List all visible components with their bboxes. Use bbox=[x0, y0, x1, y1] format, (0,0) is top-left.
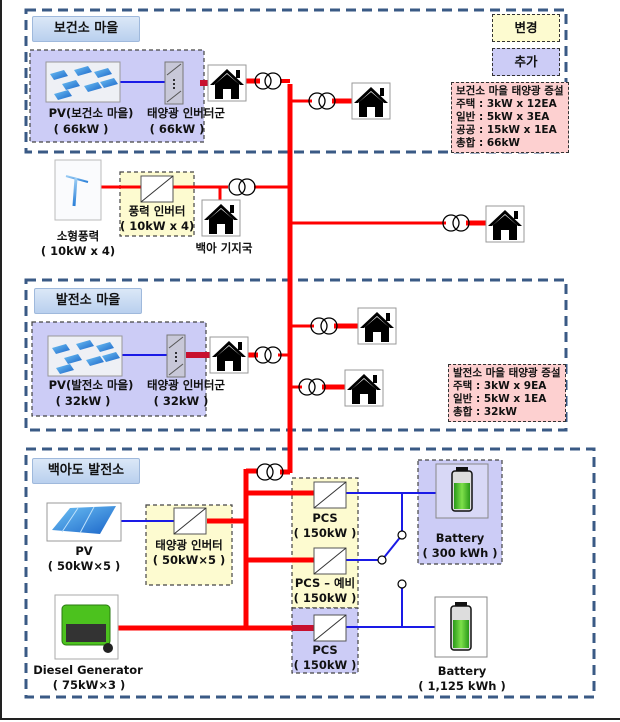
pcs-spare-label: PCS – 예비 bbox=[294, 576, 356, 590]
info-line: 일반 : 5kW x 1EA bbox=[453, 393, 547, 405]
pcs1-label: PCS bbox=[312, 511, 338, 525]
pv-inverter-label: 태양광 인버터 bbox=[155, 538, 223, 552]
section-border-power-plant bbox=[24, 447, 596, 699]
house-icon bbox=[207, 64, 247, 102]
pv-inverter-capacity: ( 50kW×5 ) bbox=[152, 553, 226, 567]
solar-panels-icon bbox=[45, 61, 121, 103]
wind-turbine-label: 소형풍력 bbox=[56, 229, 100, 243]
transformer-icon bbox=[442, 214, 470, 232]
house-icon bbox=[485, 205, 525, 243]
inverter-plant-village-capacity: ( 32kW ) bbox=[153, 394, 209, 408]
inverter-health-label: 태양광 인버터군 bbox=[146, 106, 226, 120]
pv-plant-capacity: ( 50kW×5 ) bbox=[47, 559, 121, 573]
section-title-power-plant: 백아도 발전소 bbox=[32, 458, 140, 484]
pv-health-label: PV(보건소 마을) bbox=[48, 106, 134, 120]
info-line: 주택 : 3kW x 12EA bbox=[456, 98, 557, 110]
transformer-icon bbox=[308, 92, 336, 110]
house-icon bbox=[344, 369, 384, 407]
section-border-plant-village bbox=[24, 278, 568, 432]
legend-added: 추가 bbox=[492, 48, 560, 76]
solar-panels-icon bbox=[47, 335, 123, 377]
info-title: 보건소 마을 태양광 증설 bbox=[456, 85, 564, 97]
section-border-health-village bbox=[24, 8, 568, 154]
pcs-spare-icon bbox=[313, 547, 347, 575]
transformer-icon bbox=[310, 317, 338, 335]
wind-inverter-label: 풍력 인버터 bbox=[128, 204, 186, 218]
inverter-plant-village-label: 태양광 인버터군 bbox=[146, 378, 226, 392]
house-icon bbox=[209, 336, 249, 374]
transfer-switch bbox=[381, 534, 403, 561]
wind-inverter-capacity: ( 10kW x 4) bbox=[120, 219, 195, 233]
inverter-health-capacity: ( 66kW ) bbox=[149, 122, 205, 136]
battery2-label: Battery bbox=[437, 664, 487, 678]
info-line: 총합 : 32kW bbox=[453, 406, 518, 418]
pcs-spare-capacity: ( 150kW ) bbox=[293, 591, 357, 605]
info-box-plant-village: 발전소 마을 태양광 증설 주택 : 3kW x 9EA 일반 : 5kW x … bbox=[448, 364, 566, 422]
wind-inverter-icon bbox=[140, 175, 174, 203]
diesel-generator-label: Diesel Generator bbox=[33, 663, 143, 677]
inverter-group-icon bbox=[166, 334, 186, 378]
pcs2-icon bbox=[313, 614, 347, 642]
transformer-icon bbox=[228, 178, 256, 196]
section-title-health-village: 보건소 마을 bbox=[32, 16, 140, 42]
info-box-health-village: 보건소 마을 태양광 증설 주택 : 3kW x 12EA 일반 : 5kW x… bbox=[451, 82, 569, 153]
pcs2-label: PCS bbox=[312, 643, 338, 657]
transformer-icon bbox=[298, 378, 326, 396]
diesel-generator-icon bbox=[54, 594, 119, 660]
battery-icon bbox=[435, 463, 489, 519]
pcs2-capacity: ( 150kW ) bbox=[293, 658, 357, 672]
inverter-group-icon bbox=[164, 61, 184, 105]
diesel-generator-capacity: ( 75kW×3 ) bbox=[52, 678, 126, 692]
info-line: 일반 : 5kW x 3EA bbox=[456, 111, 550, 123]
pv-inverter-icon bbox=[173, 507, 207, 535]
solar-panel-array-icon bbox=[46, 502, 122, 542]
transformer-icon bbox=[256, 463, 284, 481]
info-title: 발전소 마을 태양광 증설 bbox=[453, 367, 561, 379]
info-line: 총합 : 66kW bbox=[456, 137, 521, 149]
pv-plant-label: PV bbox=[75, 544, 93, 558]
battery1-capacity: ( 300 kWh ) bbox=[422, 546, 498, 560]
pv-plant-village-label: PV(발전소 마을) bbox=[48, 378, 134, 392]
wind-turbine-capacity: ( 10kW x 4) bbox=[40, 244, 116, 258]
base-station-label: 백아 기지국 bbox=[195, 241, 253, 255]
info-line: 주택 : 3kW x 9EA bbox=[453, 380, 547, 392]
house-icon bbox=[351, 82, 391, 120]
house-icon bbox=[201, 199, 241, 237]
house-icon bbox=[357, 307, 397, 345]
battery2-capacity: ( 1,125 kWh ) bbox=[418, 679, 506, 693]
legend-changed: 변경 bbox=[492, 14, 560, 42]
pcs1-capacity: ( 150kW ) bbox=[293, 526, 357, 540]
pv-health-capacity: ( 66kW ) bbox=[53, 122, 109, 136]
pcs-icon bbox=[313, 481, 347, 509]
info-line: 공공 : 15kW x 1EA bbox=[456, 124, 557, 136]
battery1-label: Battery bbox=[435, 531, 485, 545]
transformer-icon bbox=[254, 346, 282, 364]
wind-turbine-icon bbox=[54, 159, 102, 221]
battery-icon bbox=[434, 596, 488, 658]
section-title-plant-village: 발전소 마을 bbox=[34, 288, 142, 314]
pv-plant-village-capacity: ( 32kW ) bbox=[55, 394, 111, 408]
